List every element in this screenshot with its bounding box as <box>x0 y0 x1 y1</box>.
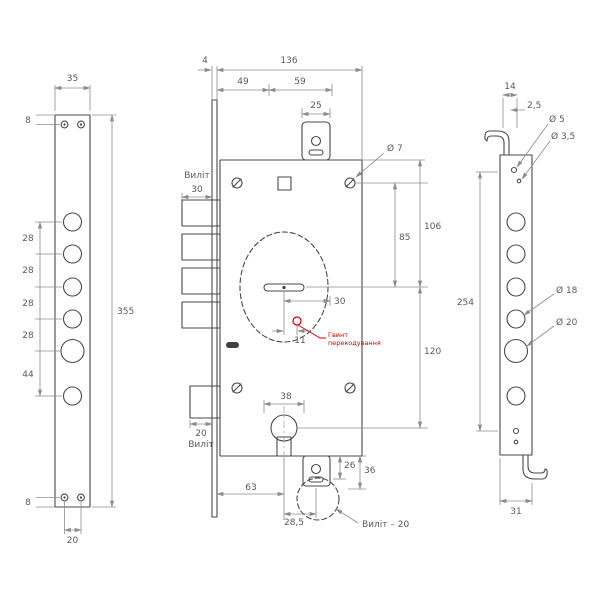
large-bolt-opening <box>503 338 529 364</box>
dim-49-label: 49 <box>237 77 249 87</box>
bottom-tab <box>302 455 331 487</box>
right-view-dimension-lines <box>476 92 555 505</box>
small-hole <box>516 178 522 184</box>
dim-59-label: 59 <box>294 77 306 87</box>
lever-slot <box>226 342 239 348</box>
dim-8-top-label: 8 <box>25 116 31 126</box>
dim-28-5-label: 28,5 <box>284 518 304 528</box>
left-view-labels: 35 8 28 28 28 28 44 355 8 20 <box>22 74 134 546</box>
top-tab-hole <box>310 135 322 147</box>
bolt-hole <box>62 277 83 297</box>
center-view-lock-body <box>181 99 363 521</box>
top-tab-slot <box>308 149 324 156</box>
dim-dia3-5-label: Ø 3,5 <box>551 131 575 142</box>
throw-bottom-value: 20 <box>195 429 207 439</box>
recode-note-line2: перекодування <box>328 339 381 347</box>
dim-28-label: 28 <box>22 234 34 244</box>
bolt-hole <box>62 309 83 329</box>
lock-case <box>219 159 363 457</box>
recode-screw <box>292 316 302 326</box>
dim-31-label: 31 <box>510 507 521 517</box>
dim-2-5-label: 2,5 <box>527 101 541 111</box>
small-hole <box>510 166 518 174</box>
dim-20-label: 20 <box>67 536 79 546</box>
screw-hole <box>77 120 85 129</box>
bolt-opening <box>506 386 526 406</box>
bolt-opening <box>506 212 526 232</box>
dim-25-label: 25 <box>310 101 321 111</box>
dim-14-label: 14 <box>504 82 516 92</box>
dim-44-label: 44 <box>22 370 34 380</box>
key-slot <box>263 283 305 292</box>
dim-63-label: 63 <box>245 483 256 493</box>
dim-dia18-label: Ø 18 <box>556 285 578 296</box>
deadbolts <box>181 199 221 329</box>
small-hole <box>512 427 520 435</box>
dim-355-label: 355 <box>117 307 134 317</box>
dim-4-label: 4 <box>202 56 208 66</box>
screw-hole <box>60 120 69 129</box>
bottom-tab-hole <box>310 463 322 475</box>
case-screws <box>231 177 356 394</box>
recode-note-line1: Гвинт <box>328 331 348 339</box>
auxiliary-bolt <box>189 385 221 419</box>
follower-square-hole <box>277 176 292 191</box>
key-slot-center <box>282 285 286 290</box>
dim-8-bottom-label: 8 <box>25 498 31 508</box>
top-bent-lip-outer <box>484 130 510 156</box>
center-view-labels: 4 136 49 59 25 Ø 7 Виліт 30 85 106 30 11… <box>184 56 441 530</box>
strike-plate-outline <box>499 154 533 456</box>
top-bent-lip-inner <box>486 135 505 156</box>
throw-top-label: Виліт <box>184 171 210 181</box>
screw-hole <box>77 493 85 502</box>
large-bolt-hole <box>60 338 85 364</box>
right-view-labels: 14 2,5 Ø 5 Ø 3,5 Ø 18 Ø 20 254 31 <box>457 82 578 517</box>
right-view-strike-plate <box>484 130 548 480</box>
dim-28-label: 28 <box>22 331 34 341</box>
dim-106-label: 106 <box>424 222 441 232</box>
throw-bottom-right-label: Виліт – 20 <box>362 520 409 530</box>
faceplate-edge <box>211 99 218 518</box>
dim-30-label: 30 <box>334 297 346 307</box>
throw-top-value: 30 <box>191 185 203 195</box>
screw-hole <box>60 493 69 502</box>
dim-36-label: 36 <box>364 466 376 476</box>
small-hole <box>513 439 519 445</box>
bottom-dashed-circle <box>296 477 340 521</box>
dim-28-label: 28 <box>22 266 34 276</box>
dim-38-label: 38 <box>280 392 292 402</box>
bolt-opening <box>506 309 526 329</box>
dim-85-label: 85 <box>399 233 410 243</box>
dim-136-label: 136 <box>280 56 297 66</box>
dim-120-label: 120 <box>424 347 441 357</box>
dim-dia7-label: Ø 7 <box>387 143 403 154</box>
bolt-hole <box>62 244 83 264</box>
dim-26-label: 26 <box>344 461 356 471</box>
bolt-opening <box>506 244 526 264</box>
bolt-hole <box>62 212 83 232</box>
left-view-dimension-lines <box>35 85 116 534</box>
dim-dia5-label: Ø 5 <box>549 114 565 125</box>
dim-254-label: 254 <box>457 298 474 308</box>
dim-28-label: 28 <box>22 299 34 309</box>
dim-dia20-label: Ø 20 <box>556 317 578 328</box>
bottom-bent-lip-inner <box>527 454 546 474</box>
bottom-bent-lip-outer <box>522 454 548 480</box>
bolt-hole <box>62 386 83 406</box>
recode-screw-note: Гвинт перекодування <box>297 324 381 347</box>
bolt-opening <box>506 277 526 297</box>
faceplate-outline <box>54 114 91 508</box>
left-view-faceplate <box>54 114 91 508</box>
throw-bottom-label: Виліт <box>188 440 214 450</box>
dim-11-label: 11 <box>294 336 305 346</box>
dim-35-label: 35 <box>67 74 78 84</box>
top-tab <box>301 121 331 161</box>
